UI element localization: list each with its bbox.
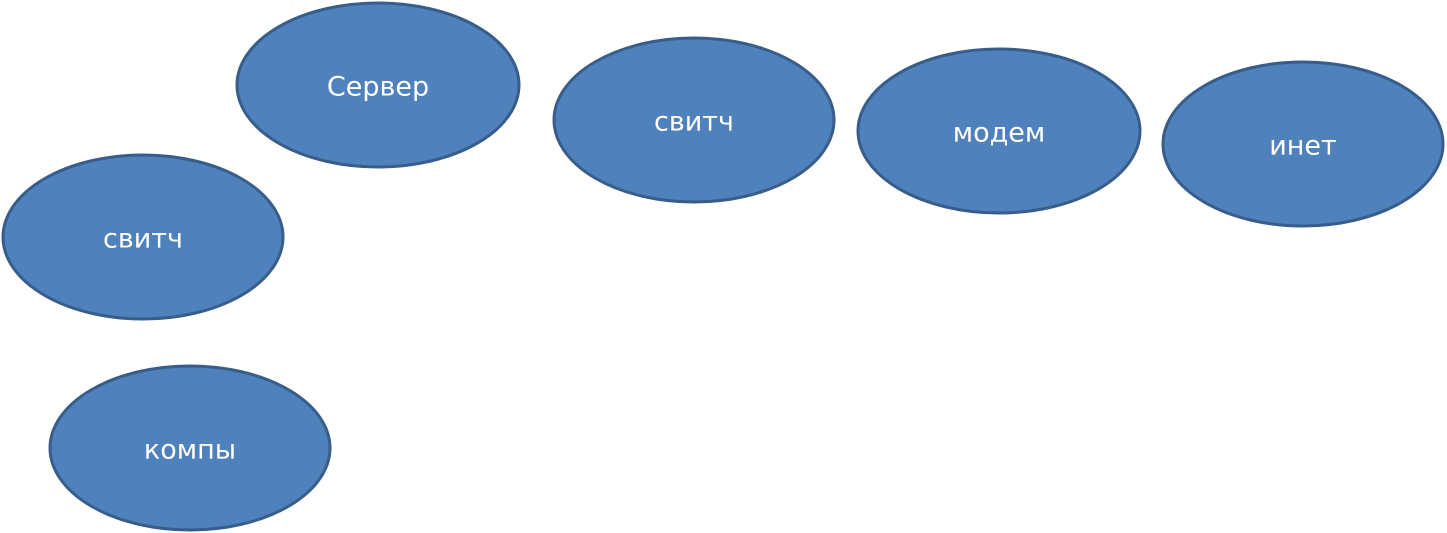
node-label: свитч [654,107,734,138]
node-label: Сервер [327,72,429,103]
node-shape [48,364,332,532]
node-label: свитч [103,224,183,255]
node-modem[interactable]: модем [856,47,1142,215]
node-shape [552,36,836,204]
node-label: модем [953,118,1046,149]
node-switch-left[interactable]: свитч [1,153,285,321]
node-server[interactable]: Сервер [235,1,521,169]
node-computers[interactable]: компы [48,364,332,532]
node-shape [1161,60,1445,228]
node-switch-top[interactable]: свитч [552,36,836,204]
node-shape [235,1,521,169]
node-label: инет [1269,131,1337,162]
node-shape [856,47,1142,215]
node-shape [1,153,285,321]
node-label: компы [144,435,236,466]
node-internet[interactable]: инет [1161,60,1445,228]
